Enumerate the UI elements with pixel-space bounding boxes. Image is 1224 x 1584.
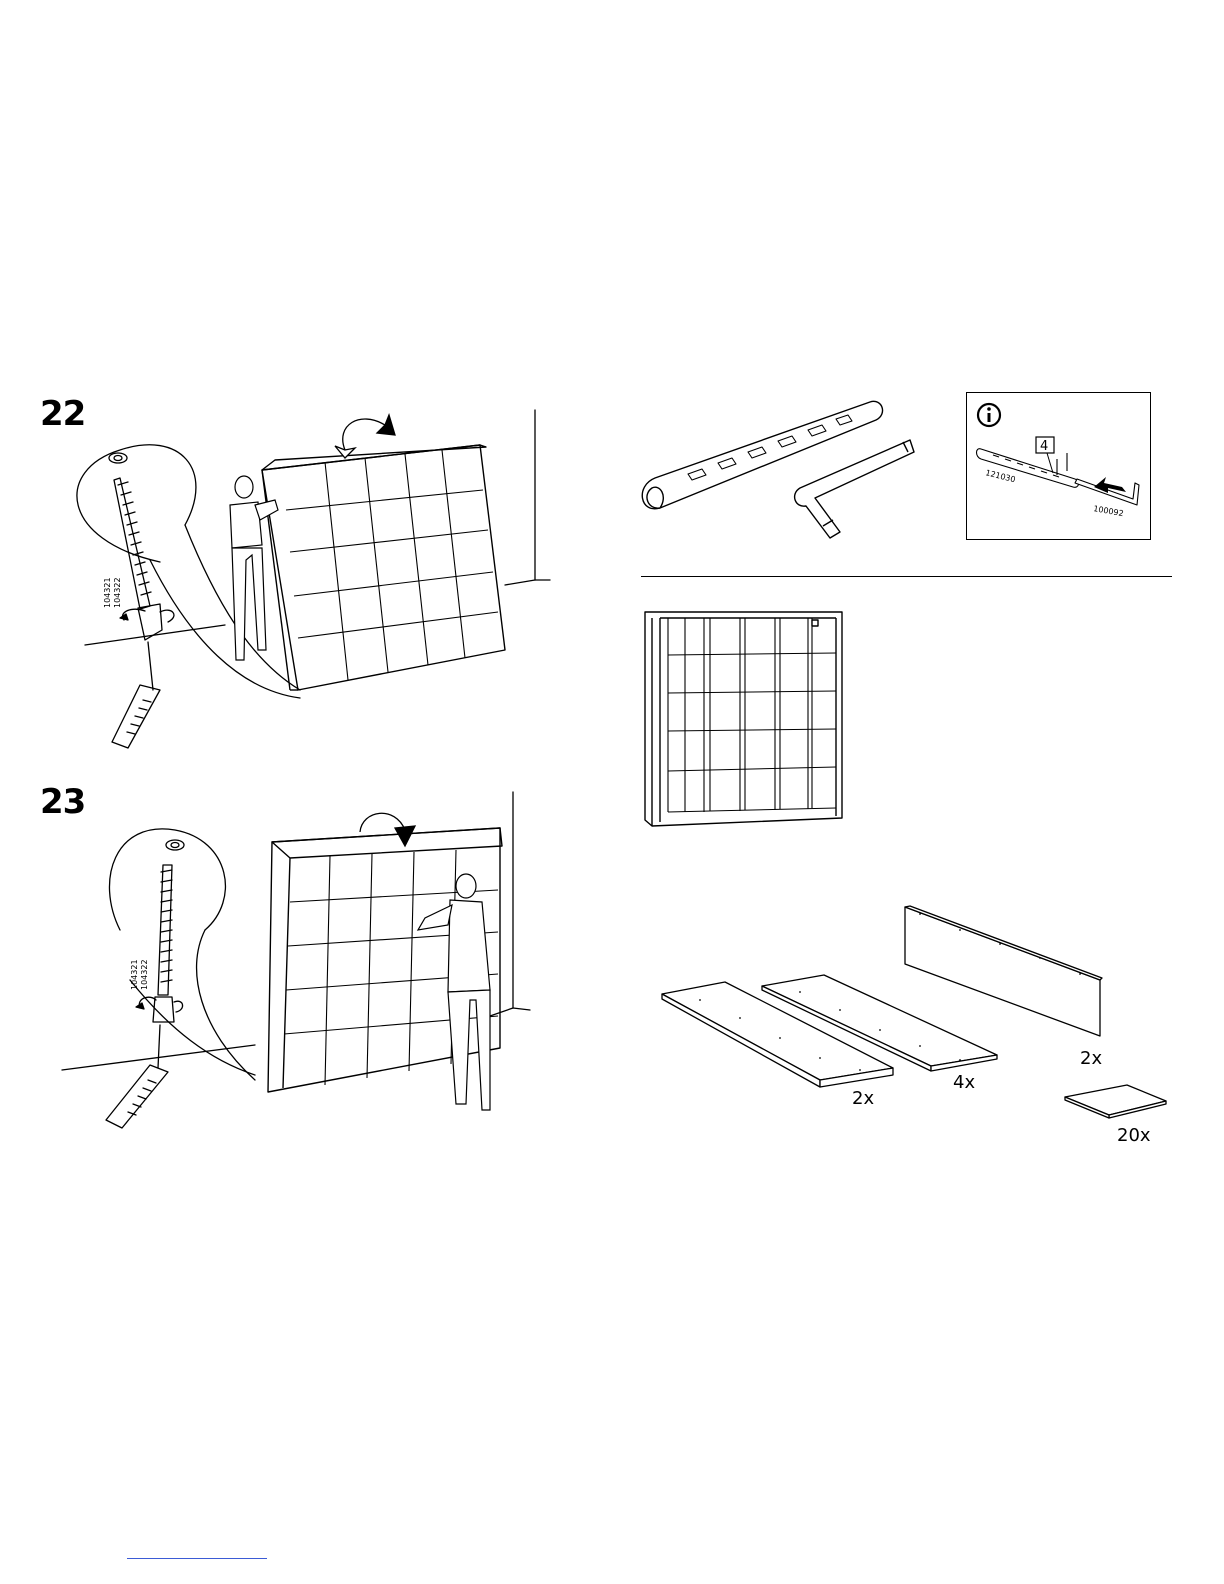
info-box: 4 121030 100092 xyxy=(966,392,1151,540)
quantity-side-panel: 2x xyxy=(1080,1048,1102,1069)
finished-bookcase-illustration xyxy=(640,605,850,825)
count-label: 4 xyxy=(1040,439,1048,454)
small-shelf-square xyxy=(1065,1085,1166,1118)
quantity-long-shelf: 2x xyxy=(852,1088,874,1109)
quantity-medium-shelf: 4x xyxy=(953,1072,975,1093)
svg-text:104321: 104321 xyxy=(130,959,139,990)
svg-text:104321: 104321 xyxy=(103,577,112,608)
section-divider xyxy=(641,576,1172,577)
part-code-connector: 121030 xyxy=(985,468,1017,484)
part-code-key: 100092 xyxy=(1093,504,1125,518)
parts-illustration xyxy=(655,905,1175,1145)
svg-text:104322: 104322 xyxy=(140,959,149,990)
connector-and-key-illustration xyxy=(630,390,930,550)
side-panel xyxy=(905,906,1102,1036)
step-22-illustration: 104321 104322 xyxy=(0,380,600,760)
quantity-small-shelf: 20x xyxy=(1117,1125,1151,1146)
svg-text:104322: 104322 xyxy=(113,577,122,608)
info-box-illustration: 4 121030 100092 xyxy=(967,393,1150,539)
step-23-illustration: 104321 104322 xyxy=(0,780,600,1140)
info-icon xyxy=(978,404,1000,426)
footer-link-underline[interactable] xyxy=(127,1558,267,1559)
